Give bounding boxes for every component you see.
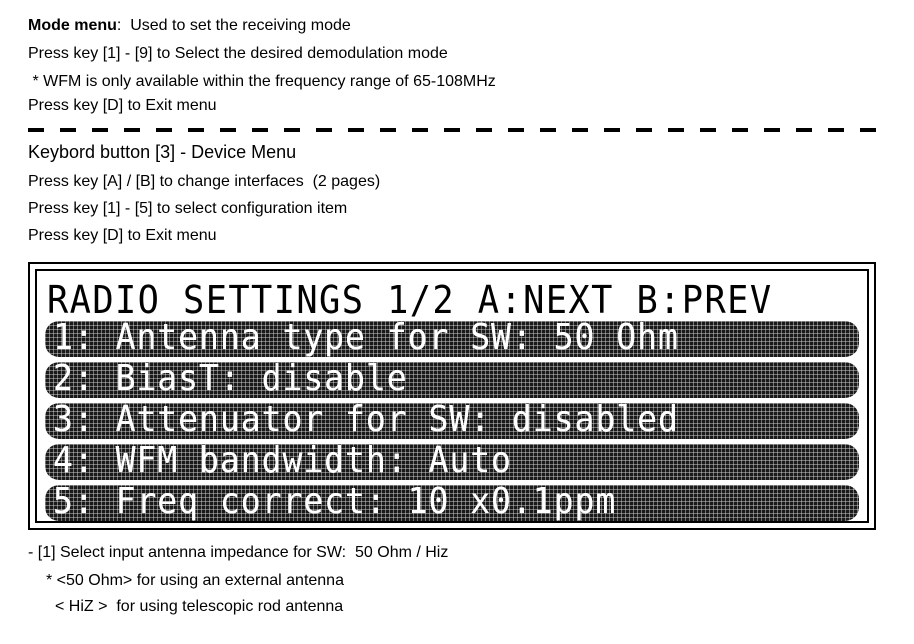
lcd-row-5: 5: Freq correct: 10 x0.1ppm <box>45 485 859 521</box>
device-menu-heading: Keybord button [3] - Device Menu <box>28 142 297 162</box>
lcd-row-text: 1: Antenna type for SW: 50 Ohm <box>53 321 679 357</box>
lcd-screen: RADIO SETTINGS 1/2 A:NEXT B:PREV 1: Ante… <box>28 262 876 530</box>
lcd-row-text: 5: Freq correct: 10 x0.1ppm <box>53 485 617 521</box>
lcd-display: RADIO SETTINGS 1/2 A:NEXT B:PREV 1: Ante… <box>35 269 869 523</box>
device-menu-instruction-1: Press key [A] / [B] to change interfaces… <box>28 173 381 190</box>
lcd-row-text: 3: Attenuator for SW: disabled <box>53 403 679 439</box>
mode-menu-instruction-2: * WFM is only available within the frequ… <box>28 73 496 90</box>
mode-menu-line: Mode menu: Used to set the receiving mod… <box>28 16 351 36</box>
mode-menu-instruction-1: Press key [1] - [9] to Select the desire… <box>28 45 448 62</box>
device-menu-instruction-3: Press key [D] to Exit menu <box>28 227 217 244</box>
section-divider <box>28 128 884 132</box>
lcd-row-text: 4: WFM bandwidth: Auto <box>53 444 512 480</box>
mode-menu-instruction-3: Press key [D] to Exit menu <box>28 97 217 114</box>
note-line-2: * <50 Ohm> for using an external antenna <box>46 572 344 589</box>
lcd-title: RADIO SETTINGS 1/2 A:NEXT B:PREV <box>47 278 773 322</box>
mode-menu-description: : Used to set the receiving mode <box>116 17 351 34</box>
lcd-row-2: 2: BiasT: disable <box>45 362 859 398</box>
lcd-row-3: 3: Attenuator for SW: disabled <box>45 403 859 439</box>
lcd-row-text: 2: BiasT: disable <box>53 362 408 398</box>
note-line-3: < HiZ > for using telescopic rod antenna <box>55 598 344 615</box>
device-menu-instruction-2: Press key [1] - [5] to select configurat… <box>28 200 348 217</box>
lcd-row-1: 1: Antenna type for SW: 50 Ohm <box>45 321 859 357</box>
lcd-row-4: 4: WFM bandwidth: Auto <box>45 444 859 480</box>
note-line-1: - [1] Select input antenna impedance for… <box>28 544 449 561</box>
mode-menu-title: Mode menu <box>28 17 117 34</box>
